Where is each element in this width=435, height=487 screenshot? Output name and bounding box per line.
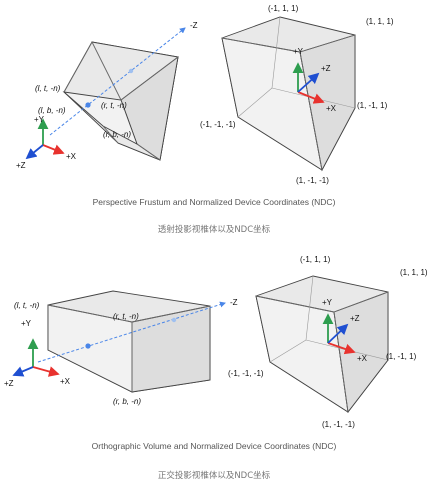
far-plane-center-dot [128, 68, 134, 74]
ndc2-bot-label: (1, -1, -1) [322, 420, 355, 429]
ortho-view-ray [37, 301, 226, 363]
caption-perspective-cn: 透射投影视椎体以及NDC坐标 [158, 224, 271, 235]
orthographic-volume [12, 290, 226, 393]
ortho-camera-z-label: +Z [4, 379, 14, 388]
camera-y-label: +Y [34, 115, 45, 124]
ndc2-top-label: (-1, 1, 1) [300, 255, 331, 264]
ndc1-mr-label: (1, -1, 1) [357, 101, 388, 110]
ndc2-z-label: +Z [350, 314, 360, 323]
ndc-cube-2 [255, 275, 389, 414]
corner-rtn-label: (r, t, -n) [101, 101, 127, 110]
ortho-far-center-dot [171, 317, 177, 323]
ndc1-x-label: +X [326, 104, 337, 113]
ndc2-ml-label: (-1, -1, -1) [228, 369, 264, 378]
ortho-camera-y-label: +Y [21, 319, 32, 328]
ortho-corner-rtn-label: (r, t, -n) [113, 312, 139, 321]
ndc1-axis-z [297, 72, 320, 93]
ndc1-y-label: +Y [293, 47, 304, 56]
caption-ortho-cn: 正交投影视椎体以及NDC坐标 [158, 470, 271, 481]
camera-axis-z [25, 144, 44, 160]
ndc2-axis-z [327, 323, 349, 344]
ortho-corner-rbn-label: (r, b, -n) [113, 397, 141, 406]
perspective-frustum [25, 27, 186, 161]
ndc1-top-label: (-1, 1, 1) [268, 4, 299, 13]
ndc2-y-label: +Y [322, 298, 333, 307]
camera-z-label: +Z [16, 161, 26, 170]
caption-perspective-en: Perspective Frustum and Normalized Devic… [93, 197, 336, 207]
ortho-camera-x-label: +X [60, 377, 71, 386]
ndc2-mr-label: (1, -1, 1) [386, 352, 417, 361]
caption-ortho-en: Orthographic Volume and Normalized Devic… [92, 441, 337, 451]
ndc2-tr-label: (1, 1, 1) [400, 268, 428, 277]
ndc2-axis-x [327, 342, 356, 355]
camera-axis-x [42, 144, 65, 155]
ndc1-tr-label: (1, 1, 1) [366, 17, 394, 26]
ndc1-axis-x [297, 91, 325, 104]
ortho-neg-z-label: -Z [230, 298, 238, 307]
ortho-near-center-dot [85, 343, 91, 349]
corner-rbn-label: (r, b, -n) [103, 130, 131, 139]
ndc-cube-1 [221, 16, 356, 172]
ndc1-z-label: +Z [321, 64, 331, 73]
neg-z-label: -Z [190, 21, 198, 30]
view-ray-neg-z [49, 27, 186, 136]
ortho-camera-axis-x [32, 366, 60, 377]
ndc1-bot-label: (1, -1, -1) [296, 176, 329, 185]
ortho-camera-axis-z [12, 366, 34, 377]
near-plane-center-dot [85, 102, 91, 108]
ndc2-x-label: +X [357, 354, 368, 363]
ortho-corner-ltn-label: (l, t, -n) [14, 301, 40, 310]
ndc1-ml-label: (-1, -1, -1) [200, 120, 236, 129]
corner-ltn-label: (l, t, -n) [35, 84, 61, 93]
camera-x-label: +X [66, 152, 77, 161]
corner-lbn-label: (l, b, -n) [38, 106, 66, 115]
